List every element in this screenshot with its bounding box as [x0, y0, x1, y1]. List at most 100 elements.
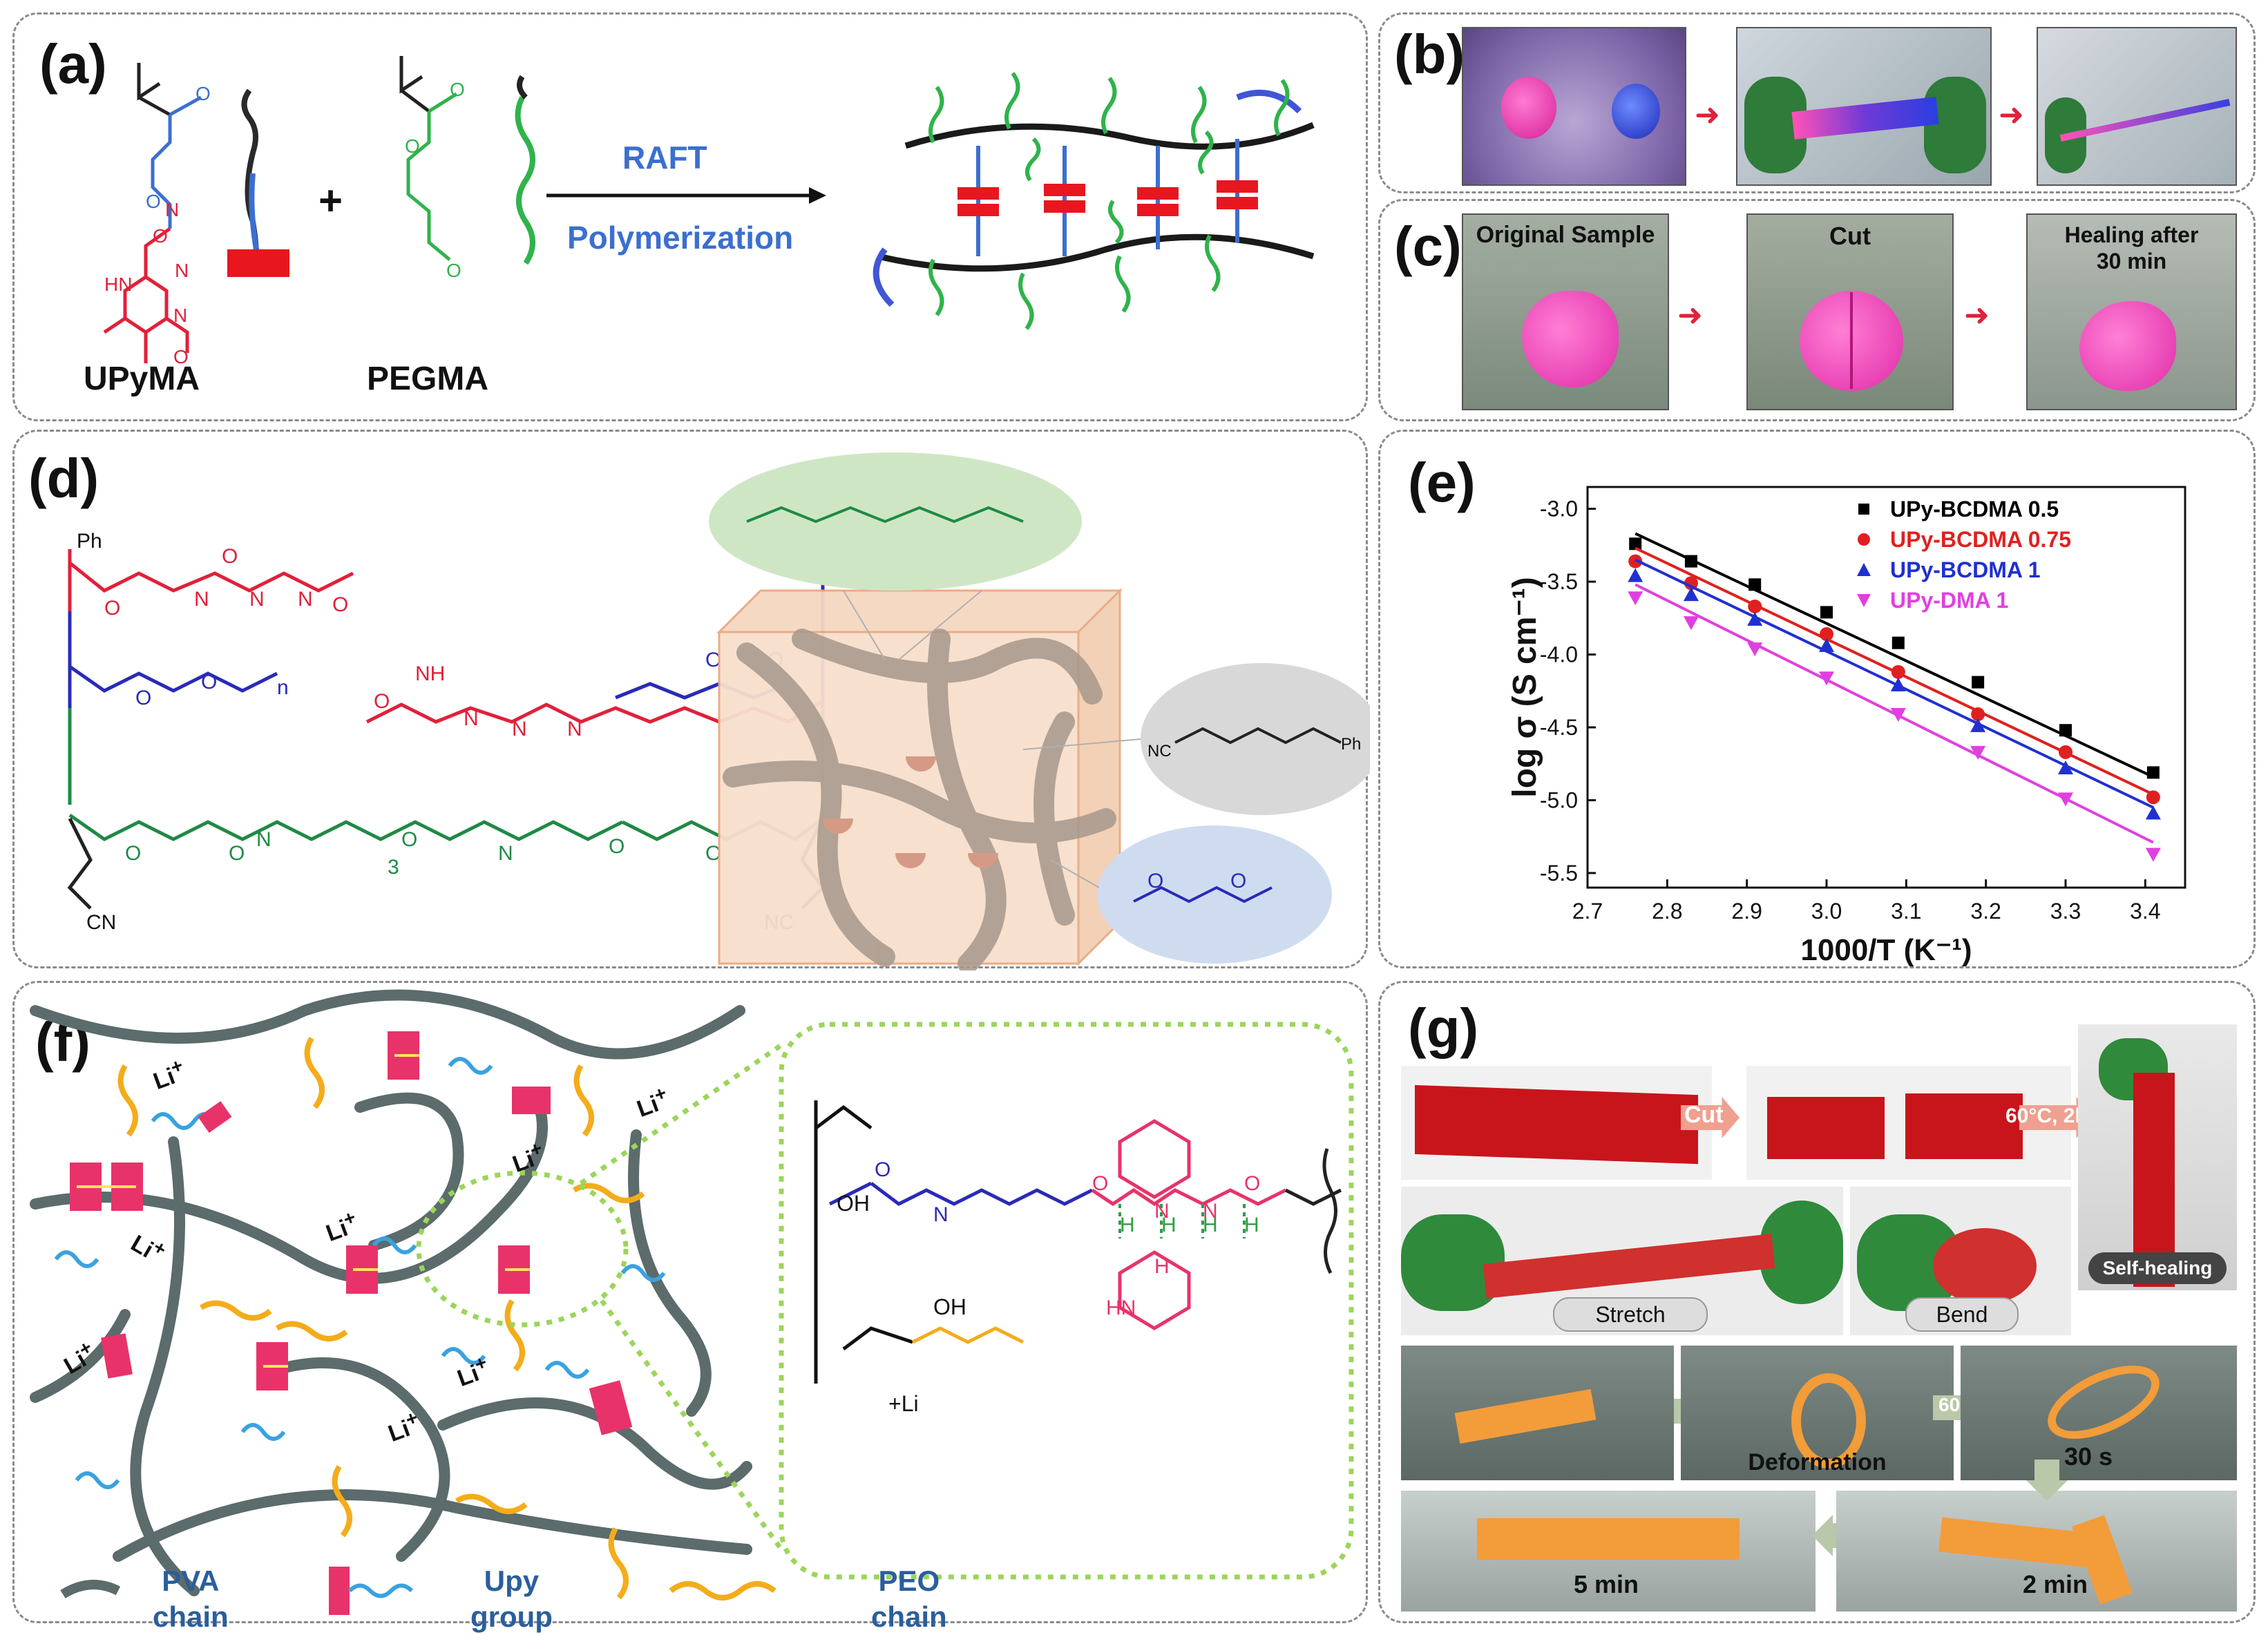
ellipse-raft-chain [1141, 663, 1370, 815]
data-point [2058, 792, 2073, 807]
svg-text:N: N [498, 842, 513, 865]
svg-text:O: O [229, 842, 245, 865]
photo-5min: 5 min [1401, 1491, 1816, 1612]
time-5min-label: 5 min [1574, 1570, 1639, 1598]
svg-text:H: H [1161, 1214, 1176, 1236]
svg-text:O: O [125, 842, 141, 865]
photo-cut-sample: Cut [1746, 213, 1954, 410]
cut-label: Cut [1684, 1102, 1724, 1128]
data-point [1819, 671, 1834, 686]
arrow-icon: ➜ [1677, 298, 1703, 332]
svg-text:N: N [933, 1203, 949, 1226]
svg-text:N: N [175, 260, 189, 281]
svg-text:N: N [194, 588, 209, 611]
y-tick-label: -3.5 [1540, 569, 1578, 594]
data-point [1748, 578, 1762, 591]
data-point [1820, 606, 1833, 619]
deformation-label: Deformation [1748, 1449, 1887, 1475]
svg-text:N: N [298, 588, 313, 611]
svg-text:O: O [146, 191, 161, 212]
ellipse-crosslinker [709, 452, 1082, 591]
svg-text:N: N [464, 707, 479, 730]
svg-text:O: O [153, 225, 168, 247]
x-axis-label: 1000/T (K⁻¹) [1800, 933, 1972, 967]
svg-text:N: N [256, 828, 271, 851]
photo-stretch: Stretch [1401, 1187, 1843, 1335]
svg-text:HN: HN [104, 274, 132, 295]
svg-text:HN: HN [1106, 1297, 1136, 1319]
svg-text:N: N [1203, 1200, 1218, 1223]
svg-text:O: O [201, 671, 217, 694]
data-point [1891, 636, 1905, 649]
svg-text:O: O [135, 687, 151, 709]
photo-hydrogels-dish [1462, 27, 1686, 186]
legend-marker [1858, 504, 1869, 515]
data-point [2146, 766, 2160, 779]
svg-text:N: N [165, 199, 179, 220]
panel-a-scheme: O O N O N HN N O + O O O [103, 56, 1315, 367]
svg-text:H: H [1154, 1255, 1170, 1278]
data-point [1628, 591, 1643, 606]
data-point [1628, 568, 1643, 582]
svg-text:O: O [1230, 870, 1246, 892]
arrow-icon: ➜ [1999, 98, 2024, 132]
x-tick-label: 2.9 [1731, 899, 1762, 924]
x-tick-label: 2.8 [1652, 899, 1682, 924]
legend-upy-group: Upy group [470, 1565, 553, 1633]
panel-g: (g) Cut 60°C, 2h Self-healing Stretch Be… [1378, 981, 2256, 1623]
y-tick-label: -4.5 [1540, 715, 1578, 740]
svg-text:O: O [705, 842, 721, 865]
svg-text:O: O [222, 545, 238, 568]
svg-text:O: O [173, 346, 189, 367]
bend-label: Bend [1905, 1297, 2019, 1332]
svg-text:NH: NH [415, 662, 445, 685]
svg-text:n: n [277, 676, 289, 699]
data-point [2145, 805, 2161, 820]
oh-label-1: OH [837, 1191, 870, 1216]
photo-cut-films [1746, 1066, 2071, 1180]
svg-text:H: H [1120, 1214, 1135, 1236]
svg-text:H: H [1203, 1214, 1218, 1236]
svg-text:O: O [374, 690, 390, 713]
legend-marker [1857, 563, 1871, 576]
data-point [1970, 718, 1986, 732]
panel-b: (b) ➜ ➜ [1378, 12, 2256, 193]
y-tick-label: -4.0 [1540, 642, 1578, 667]
data-point [1683, 587, 1699, 602]
svg-text:O: O [332, 593, 348, 616]
li-salt-label: +Li [888, 1391, 919, 1416]
svg-text:O: O [196, 83, 211, 104]
arrow-icon: ➜ [1964, 298, 1990, 332]
legend-peo-chain: PEO chain [871, 1565, 947, 1633]
oh-label-2: OH [933, 1294, 966, 1319]
raft-label: RAFT [622, 140, 707, 175]
data-point [2059, 724, 2072, 737]
photo-30s: 30 s [1961, 1346, 2237, 1480]
svg-text:N: N [249, 588, 265, 611]
svg-text:O: O [405, 135, 420, 157]
svg-text:O: O [104, 597, 120, 620]
data-point [1629, 537, 1642, 551]
data-point [1820, 627, 1833, 642]
x-tick-label: 3.4 [2130, 899, 2160, 924]
svg-text:O: O [875, 1158, 890, 1181]
time-2min-label: 2 min [2023, 1570, 2088, 1598]
photo-deformation: Deformation [1681, 1346, 1954, 1480]
caption-original: Original Sample [1476, 222, 1655, 248]
y-axis-label: log σ (S cm⁻¹) [1507, 577, 1543, 798]
data-point [1747, 611, 1763, 626]
svg-text:N: N [1154, 1200, 1170, 1223]
time-30s-label: 30 s [2064, 1442, 2113, 1471]
data-point [1972, 676, 1985, 689]
data-point [1971, 707, 1985, 722]
svg-text:O: O [450, 79, 465, 100]
svg-text:Ph: Ph [1341, 735, 1361, 754]
svg-text:O: O [446, 260, 461, 281]
data-point [1683, 616, 1699, 631]
photo-stretched-strip [2037, 27, 2237, 186]
legend-marker [1857, 594, 1871, 607]
